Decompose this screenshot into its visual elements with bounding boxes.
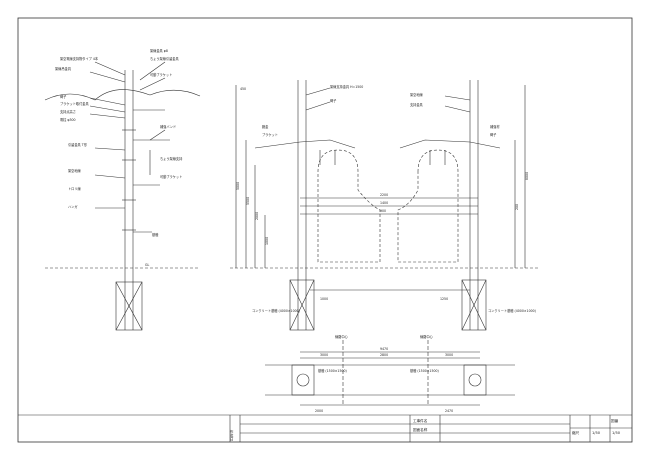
left-label: 可動ブラケット	[150, 72, 172, 77]
plan-label: 基礎 (1500×1500)	[318, 368, 347, 373]
title-block	[18, 414, 632, 442]
title-block-text: 作成日 工事件名 図面名称 図番 縮尺 1/50 1/50	[229, 418, 621, 441]
left-label: トロリ線	[68, 186, 82, 191]
left-label: 基礎	[152, 232, 159, 237]
center-right-label: 補強材	[490, 124, 500, 129]
left-label: ちょう架線支持	[160, 156, 183, 161]
left-label: ちょう架線引留金具	[150, 56, 179, 61]
center-left-label: ブラケット	[262, 132, 278, 137]
foundation-label: コンクリート基礎 (4000×1000)	[488, 308, 536, 313]
plan-label: 線路中心	[335, 334, 349, 339]
left-label: 架線吊金具	[55, 66, 72, 71]
left-label: 引留金具 T形	[68, 142, 88, 147]
dimension-value: 450	[240, 87, 246, 91]
dimension-value: 200	[515, 204, 519, 210]
plan-label: 線路中心	[420, 334, 434, 339]
plan-dimension: 2470	[445, 409, 453, 413]
left-label: 架空電線支持物タイプ 4本	[60, 56, 99, 61]
dimension-value: 1400	[380, 201, 388, 205]
dimension-value: 2200	[380, 193, 388, 197]
center-left-label: 碍子	[330, 98, 337, 103]
center-right-label: 架空地線	[410, 92, 424, 97]
center-right-label: 支持金具	[410, 102, 424, 107]
dimension-value: 2000	[255, 212, 259, 220]
sheet-border	[17, 17, 633, 443]
center-elevation	[230, 80, 540, 331]
plan-view	[265, 340, 515, 406]
dimension-value: 1000	[320, 297, 328, 301]
left-label: 架線金具 φ8	[150, 48, 168, 53]
dimension-value: 1000	[265, 237, 269, 245]
left-label: ハンガ	[68, 204, 78, 209]
title-block-right-header: 図番	[611, 418, 619, 423]
plan-dimension: 2000	[315, 409, 323, 413]
foundation-label: コンクリート基礎 (4000×1000)	[252, 308, 300, 313]
left-label: 電柱 φ300	[60, 117, 76, 122]
dimension-value: 1250	[440, 297, 448, 301]
title-block-row-label: 図面名称	[413, 427, 428, 432]
plan-dimension: 3000	[445, 353, 453, 357]
left-elevation-labels: 架空電線支持物タイプ 4本 架線吊金具 架線金具 φ8 ちょう架線引留金具 可動…	[55, 48, 183, 267]
center-left-label: 架線支持金具 H=1500	[330, 84, 363, 89]
plan-dimension: 9470	[380, 347, 388, 351]
title-block-cell: 縮尺	[572, 430, 580, 435]
title-block-cell: 1/50	[592, 431, 601, 435]
title-block-left-header: 作成日	[229, 429, 234, 441]
dimension-value: 5500	[246, 197, 250, 205]
center-elevation-labels: 架線支持金具 H=1500 碍子 腕金 ブラケット 架空地線 支持金具 補強材 …	[236, 84, 536, 313]
left-label: 架空地線	[68, 168, 82, 173]
plan-view-labels: 9470 3000 2800 3000 2000 2470 線路中心 線路中心 …	[315, 334, 453, 413]
plan-label: 基礎 (1500×1500)	[410, 368, 439, 373]
plan-dimension: 2800	[380, 353, 388, 357]
left-elevation	[44, 61, 201, 331]
left-label: 可動ブラケット	[160, 174, 182, 179]
left-label: 補強バンド	[160, 124, 176, 129]
dimension-value: 900	[380, 209, 386, 213]
left-label: 碍子	[60, 94, 67, 99]
center-right-label: 碍子	[490, 132, 497, 137]
title-block-row-label: 工事件名	[413, 418, 428, 423]
dimension-value: 5000	[236, 182, 240, 190]
plan-dimension: 3000	[320, 353, 328, 357]
dimension-value: 8000	[525, 172, 529, 180]
ground-mark: GL	[145, 263, 149, 267]
left-label: ブラケット取付金具	[60, 101, 89, 106]
sheet-scale: 1/50	[612, 431, 621, 435]
center-left-label: 腕金	[262, 124, 269, 129]
left-label: 支持点高さ	[60, 109, 76, 114]
